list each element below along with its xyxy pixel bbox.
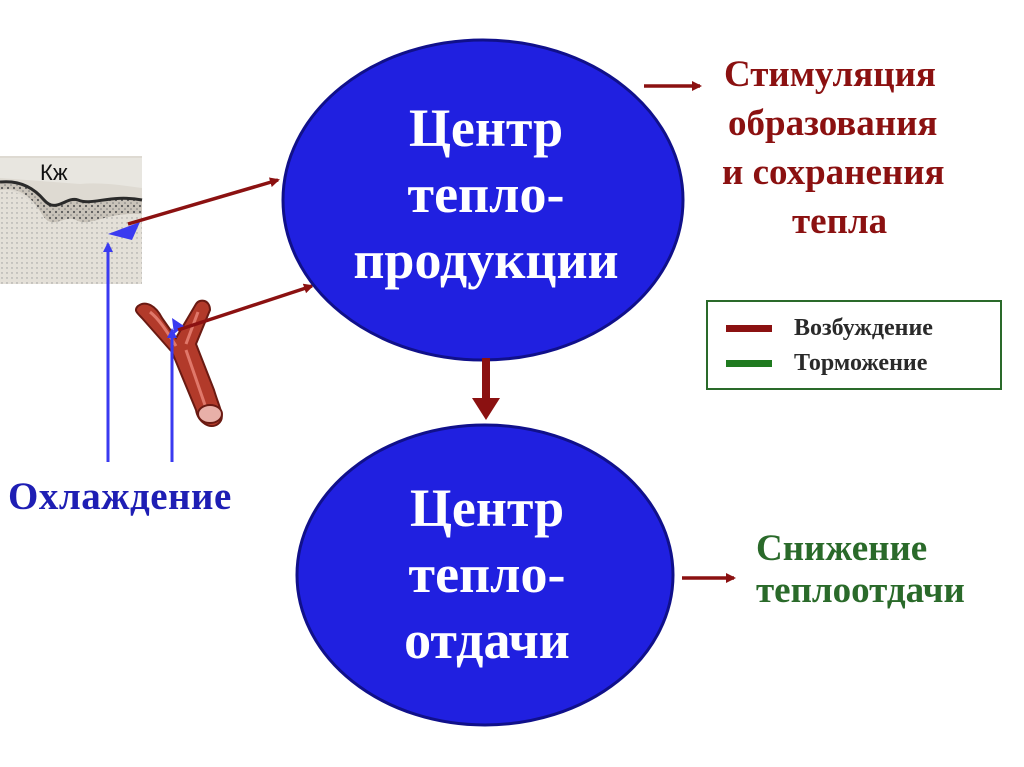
heat-production-center: Центр тепло- продукции xyxy=(281,38,685,362)
stimulation-line-4: тепла xyxy=(792,201,888,242)
reduction-line-2: теплоотдачи xyxy=(756,570,965,611)
cooling-label: Охлаждение xyxy=(8,475,232,518)
stimulation-line-3: и сохранения xyxy=(722,152,945,193)
reduction-text: Снижение теплоотдачи xyxy=(756,528,965,612)
loss-center-line-2: тепло- xyxy=(409,544,566,604)
legend-swatch-excitation xyxy=(726,325,772,332)
legend-label-excitation: Возбуждение xyxy=(794,315,933,341)
arrow-vessel-to-production xyxy=(177,283,314,332)
arrow-production-to-loss xyxy=(472,358,500,420)
loss-center-line-3: отдачи xyxy=(404,610,570,670)
legend-item-inhibition: Торможение xyxy=(726,350,927,377)
production-center-line-3: продукции xyxy=(353,230,618,290)
skin-label: Кж xyxy=(40,160,68,185)
stimulation-line-2: образования xyxy=(728,103,938,144)
heat-loss-center: Центр тепло- отдачи xyxy=(295,423,675,727)
legend-swatch-inhibition xyxy=(726,360,772,367)
skin-section-image: Кж xyxy=(0,156,143,284)
reduction-line-1: Снижение xyxy=(756,528,928,569)
stimulation-text: Стимуляция образования и сохранения тепл… xyxy=(712,50,945,246)
stimulation-line-1: Стимуляция xyxy=(724,54,936,95)
legend-box: Возбуждение Торможение xyxy=(706,300,1002,390)
loss-center-line-1: Центр xyxy=(410,478,564,538)
production-center-line-2: тепло- xyxy=(408,164,565,224)
arrow-skin-to-production xyxy=(127,177,280,226)
legend-label-inhibition: Торможение xyxy=(794,350,928,376)
legend-item-excitation: Возбуждение xyxy=(726,315,933,342)
production-center-line-1: Центр xyxy=(409,98,563,158)
